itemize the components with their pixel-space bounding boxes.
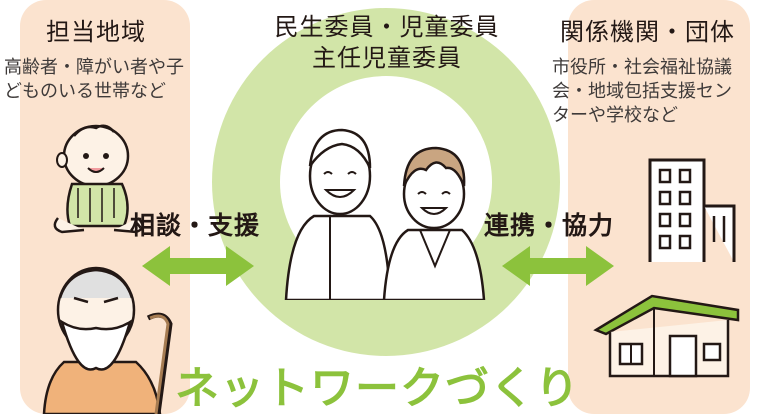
welfare-volunteers-icon bbox=[284, 128, 486, 300]
baby-icon bbox=[53, 124, 144, 234]
left-subtext: 高齢者・障がい者や子 どものいる世帯など bbox=[4, 56, 184, 104]
right-heading: 関係機関・団体 bbox=[560, 18, 735, 46]
double-arrow-icon bbox=[502, 246, 614, 286]
center-heading-line: 主任児童委員 bbox=[312, 44, 462, 72]
cooperation-label: 連携・協力 bbox=[484, 211, 615, 240]
consultation-support-label: 相談・支援 bbox=[130, 211, 261, 240]
center-heading-line: 民生委員・児童委員 bbox=[274, 13, 500, 41]
right-subtext-line: 会・地域包括支援セン bbox=[552, 81, 732, 102]
left-subtext-line: 高齢者・障がい者や子 bbox=[4, 57, 184, 78]
house-icon bbox=[593, 294, 740, 378]
elderly-man-icon bbox=[42, 266, 173, 414]
center-heading: 民生委員・児童委員 主任児童委員 bbox=[262, 12, 512, 74]
office-building-icon bbox=[648, 158, 736, 262]
left-heading: 担当地域 bbox=[46, 18, 146, 46]
right-subtext: 市役所・社会福祉協議 会・地域包括支援セン ターや学校など bbox=[552, 56, 732, 128]
right-subtext-line: 市役所・社会福祉協議 bbox=[552, 57, 732, 78]
double-arrow-icon bbox=[142, 246, 254, 286]
right-subtext-line: ターや学校など bbox=[552, 105, 678, 126]
network-building-title: ネットワークづくり bbox=[175, 363, 580, 414]
left-subtext-line: どものいる世帯など bbox=[4, 81, 166, 102]
